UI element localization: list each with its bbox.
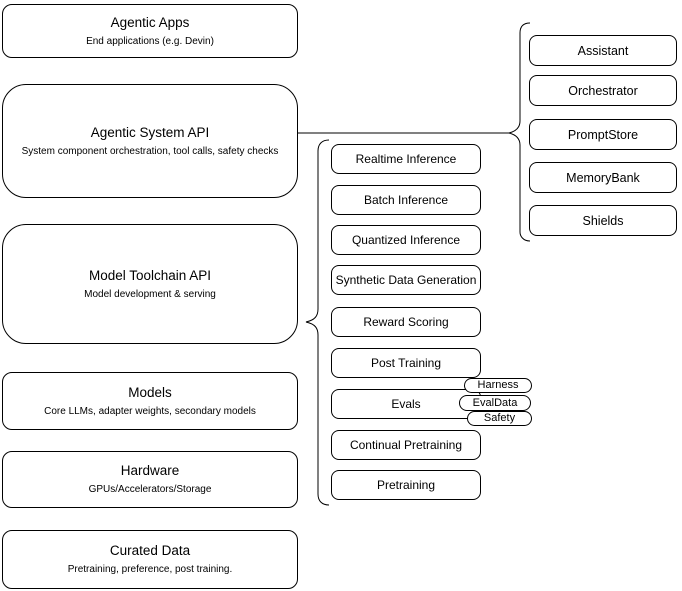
node-title: Agentic System API xyxy=(90,124,210,140)
node-title: Model Toolchain API xyxy=(88,267,212,283)
node-assistant: Assistant xyxy=(529,35,677,66)
node-pretraining: Pretraining xyxy=(331,470,481,500)
node-title: Hardware xyxy=(120,463,180,478)
eval-tag-evaldata: EvalData xyxy=(459,395,531,411)
node-evals: Evals xyxy=(331,389,481,419)
node-subtitle: System component orchestration, tool cal… xyxy=(21,145,279,157)
node-orchestrator: Orchestrator xyxy=(529,75,677,106)
components-brace xyxy=(508,22,531,242)
node-subtitle: Core LLMs, adapter weights, secondary mo… xyxy=(44,405,256,417)
node-agentic-apps: Agentic Apps End applications (e.g. Devi… xyxy=(2,4,298,58)
node-subtitle: Pretraining, preference, post training. xyxy=(67,564,233,575)
node-models: Models Core LLMs, adapter weights, secon… xyxy=(2,372,298,430)
node-title: Curated Data xyxy=(109,543,191,558)
node-continual-pretraining: Continual Pretraining xyxy=(331,430,481,460)
toolchain-brace xyxy=(305,139,330,506)
node-promptstore: PromptStore xyxy=(529,119,677,150)
node-title: Models xyxy=(128,384,172,400)
node-hardware: Hardware GPUs/Accelerators/Storage xyxy=(2,451,298,508)
eval-tag-harness: Harness xyxy=(464,378,532,393)
node-subtitle: Model development & serving xyxy=(84,288,216,300)
node-subtitle: GPUs/Accelerators/Storage xyxy=(88,484,212,495)
node-synthetic-data-generation: Synthetic Data Generation xyxy=(331,265,481,295)
node-title: Agentic Apps xyxy=(110,14,190,30)
node-realtime-inference: Realtime Inference xyxy=(331,144,481,174)
node-reward-scoring: Reward Scoring xyxy=(331,307,481,337)
node-post-training: Post Training xyxy=(331,348,481,378)
node-memorybank: MemoryBank xyxy=(529,162,677,193)
node-model-toolchain-api: Model Toolchain API Model development & … xyxy=(2,224,298,344)
node-curated-data: Curated Data Pretraining, preference, po… xyxy=(2,530,298,589)
node-quantized-inference: Quantized Inference xyxy=(331,225,481,255)
eval-tag-safety: Safety xyxy=(467,411,532,426)
node-batch-inference: Batch Inference xyxy=(331,185,481,215)
node-shields: Shields xyxy=(529,205,677,236)
node-agentic-system-api: Agentic System API System component orch… xyxy=(2,84,298,198)
node-subtitle: End applications (e.g. Devin) xyxy=(86,35,214,47)
